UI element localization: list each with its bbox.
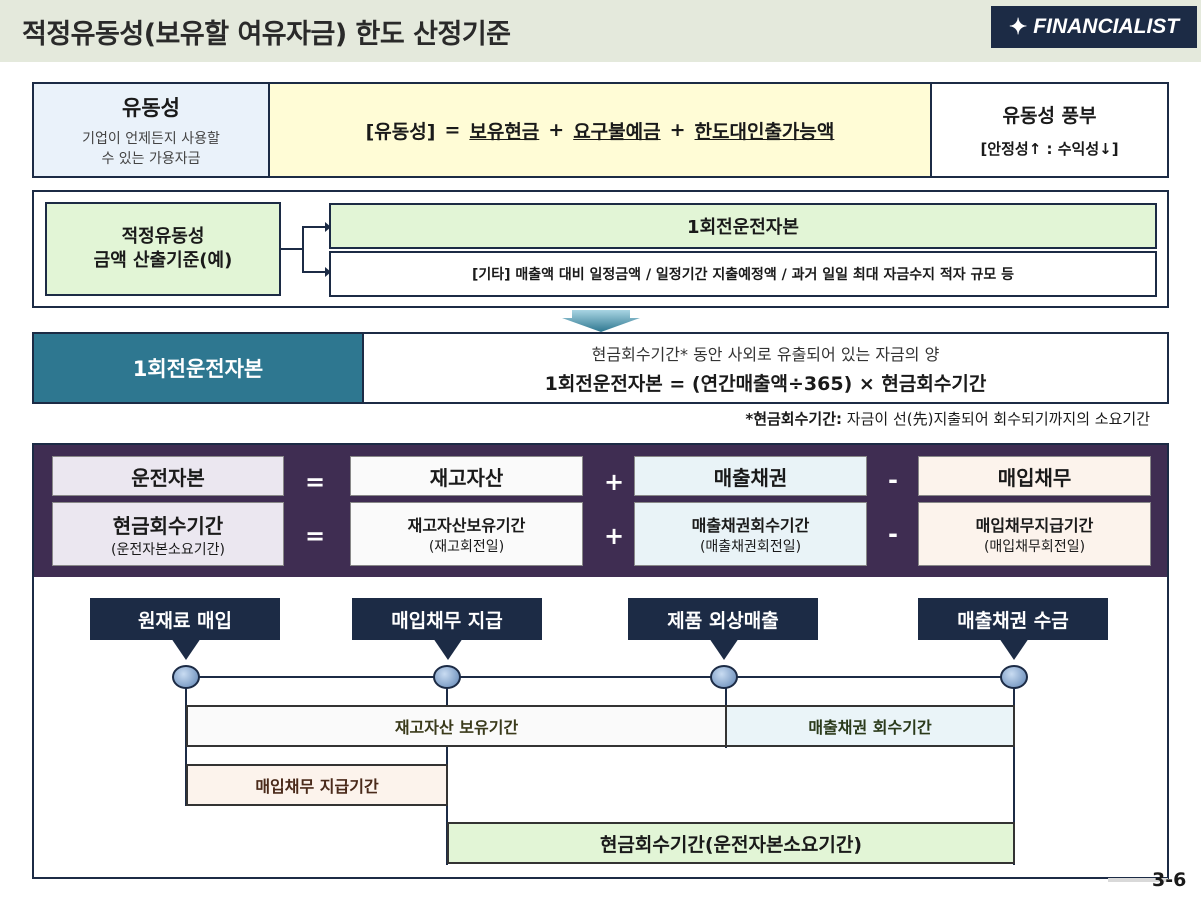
eq-equals-2: = (305, 522, 326, 550)
working-capital-desc: 현금회수기간* 동안 사외로 유출되어 있는 자금의 양 (591, 344, 940, 364)
down-arrow-icon (562, 310, 640, 332)
criteria-other: [기타] 매출액 대비 일정금액 / 일정기간 지출예정액 / 과거 일일 최대… (329, 251, 1157, 297)
liquidity-abundant-box: 유동성 풍부 [안정성↑ : 수익성↓] (930, 84, 1167, 176)
liquidity-tradeoff: [안정성↑ : 수익성↓] (980, 140, 1119, 158)
bar-receivable-period: 매출채권 회수기간 (725, 705, 1015, 747)
bar-payable-period: 매입채무 지급기간 (186, 764, 448, 806)
liquidity-abundant: 유동성 풍부 (1002, 105, 1097, 127)
eq-cash-cycle: 현금회수기간 (운전자본소요기간) (52, 502, 284, 566)
liquidity-formula: [유동성] = 보유현금 + 요구불예금 + 한도대인출가능액 (270, 84, 930, 176)
cash-cycle-note: *현금회수기간: 자금이 선(先)지출되어 회수되기까지의 소요기간 (572, 408, 1150, 429)
criteria-connector (281, 222, 331, 277)
eq-plus-2: + (604, 522, 625, 550)
formula-term-deposit: 요구불예금 (573, 120, 661, 143)
criteria-working-capital: 1회전운전자본 (329, 203, 1157, 249)
eq-inventory: 재고자산 (350, 456, 583, 496)
eq-receivable-period: 매출채권회수기간 (매출채권회전일) (634, 502, 867, 566)
pointer-arrow-3 (709, 638, 739, 660)
eq-payable-period-sub: (매입채무회전일) (983, 539, 1086, 555)
eq-cash-cycle-label: 현금회수기간 (112, 513, 224, 538)
timeline-node-1 (172, 665, 200, 689)
eq-receivables: 매출채권 (634, 456, 867, 496)
eq-inventory-period-label: 재고자산보유기간 (407, 516, 526, 535)
eq-inventory-period: 재고자산보유기간 (재고회전일) (350, 502, 583, 566)
liquidity-label-box: 유동성 기업이 언제든지 사용할 수 있는 가용자금 (34, 84, 270, 176)
criteria-label-box: 적정유동성 금액 산출기준(예) (45, 202, 281, 296)
eq-equals-1: = (305, 468, 326, 496)
eq-inventory-period-sub: (재고회전일) (428, 539, 505, 555)
timeline-node-2 (433, 665, 461, 689)
eq-cash-cycle-sub: (운전자본소요기간) (111, 541, 225, 558)
event-payable-payment: 매입채무 지급 (352, 598, 542, 640)
timeline-node-3 (710, 665, 738, 689)
event-credit-sale: 제품 외상매출 (628, 598, 818, 640)
working-capital-def: 현금회수기간* 동안 사외로 유출되어 있는 자금의 양 1회전운전자본 = (… (364, 334, 1167, 402)
liquidity-desc-2: 수 있는 가용자금 (101, 151, 201, 167)
timeline-node-4 (1000, 665, 1028, 689)
criteria-label-2: 금액 산출기준(예) (93, 250, 233, 271)
bar-cash-cycle: 현금회수기간(운전자본소요기간) (447, 822, 1015, 864)
formula-plus-2: + (669, 119, 686, 141)
event-raw-material-purchase: 원재료 매입 (90, 598, 280, 640)
eq-minus-1: - (888, 466, 898, 494)
eq-plus-1: + (604, 468, 625, 496)
event-receivable-collection: 매출채권 수금 (918, 598, 1108, 640)
cash-cycle-note-desc: 자금이 선(先)지출되어 회수되기까지의 소요기간 (842, 410, 1150, 428)
working-capital-formula: 1회전운전자본 = (연간매출액÷365) × 현금회수기간 (544, 372, 987, 395)
pointer-arrow-2 (433, 638, 463, 660)
working-capital-label: 1회전운전자본 (34, 334, 364, 402)
eq-payable-period-label: 매입채무지급기간 (975, 516, 1094, 535)
eq-receivable-period-sub: (매출채권회전일) (699, 539, 802, 555)
eq-receivable-period-label: 매출채권회수기간 (691, 516, 810, 535)
formula-lhs: [유동성] (365, 120, 436, 143)
formula-term-credit-line: 한도대인출가능액 (694, 120, 835, 143)
liquidity-label: 유동성 (122, 96, 180, 120)
star-icon: ✦ (1008, 14, 1028, 39)
eq-payable-period: 매입채무지급기간 (매입채무회전일) (918, 502, 1151, 566)
eq-minus-2: - (888, 520, 898, 548)
logo: ✦FINANCIALIST (991, 6, 1197, 48)
pointer-arrow-1 (171, 638, 201, 660)
liquidity-desc-1: 기업이 언제든지 사용할 (82, 131, 220, 147)
cash-cycle-note-term: *현금회수기간: (745, 410, 843, 428)
eq-working-capital: 운전자본 (52, 456, 284, 496)
pointer-arrow-4 (999, 638, 1029, 660)
formula-eq: = (444, 119, 461, 141)
page-title: 적정유동성(보유할 여유자금) 한도 산정기준 (22, 19, 511, 50)
page-number: 3-6 (1152, 869, 1187, 891)
formula-term-cash: 보유현금 (469, 120, 540, 143)
page-number-rule (1108, 878, 1168, 882)
formula-plus-1: + (548, 119, 565, 141)
logo-text: FINANCIALIST (1033, 15, 1180, 38)
event-pointer-arrows (171, 638, 1029, 660)
criteria-label-1: 적정유동성 (121, 225, 205, 247)
eq-payables: 매입채무 (918, 456, 1151, 496)
bar-inventory-period: 재고자산 보유기간 (186, 705, 727, 747)
